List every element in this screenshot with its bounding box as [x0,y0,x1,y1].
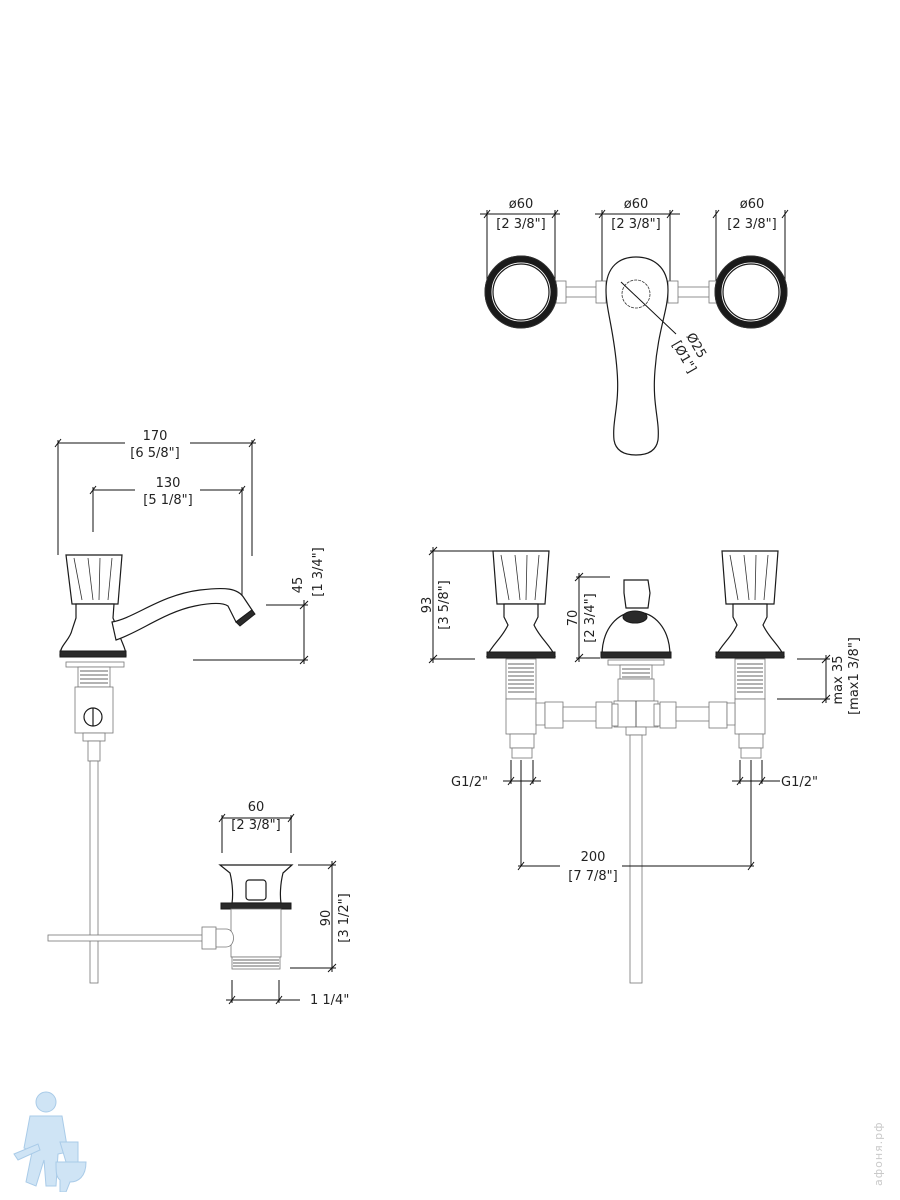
right-connection-label: G1/2" [781,775,818,790]
centres-inch-label: [7 7/8"] [568,869,617,884]
waste-width-inch-label: [2 3/8"] [231,818,280,833]
valve-right [715,550,785,759]
spout-height-label: 45 [291,577,306,594]
dim-knob-left-diameter: ø60 [2 3/8"] [480,197,560,290]
handle-dia-label: ø60 [624,197,649,212]
waste-view: 60 [2 3/8"] 90 [3 1/2"] 1 1/4" [47,800,352,1008]
spout-height-inch-label: [1 3/4"] [311,547,326,596]
knob-left-dia-label: ø60 [509,197,534,212]
valve-left [486,550,556,759]
left-connection-label: G1/2" [451,775,488,790]
spout-reach-inch-label: [5 1/8"] [143,493,192,508]
connecting-pipes [535,701,736,729]
handle-dia-inch-label: [2 3/8"] [611,217,660,232]
spout-reach-label: 130 [156,476,181,491]
overall-length-inch-label: [6 5/8"] [130,446,179,461]
side-tap-view: 170 [6 5/8"] 130 [5 1/8"] 45 [1 3/4"] [54,429,326,984]
spout-centre [600,579,672,984]
site-watermark: афоня.рф [872,1121,885,1186]
knob-right-dia-inch-label: [2 3/8"] [727,217,776,232]
front-mixer-view: 93 [3 5/8"] 70 [2 3/4"] [420,546,862,984]
waste-thread-label: 1 1/4" [310,993,349,1008]
top-view: ø60 [2 3/8"] ø60 [2 3/8"] ø60 [2 3/8"] [480,197,789,456]
knob-left-top [484,255,558,329]
valve-height-inch-label: [3 5/8"] [437,580,452,629]
knob-left-dia-inch-label: [2 3/8"] [496,217,545,232]
centres-label: 200 [581,850,606,865]
waste-height-label: 90 [319,910,334,927]
knob-right-dia-label: ø60 [740,197,765,212]
dim-knob-right-diameter: ø60 [2 3/8"] [712,197,789,290]
waste-height-inch-label: [3 1/2"] [337,893,352,942]
knob-right-top [714,255,788,329]
deck-thickness-label: max 35 [831,656,846,705]
spout-height-front-label: 70 [566,610,581,627]
plumber-mascot-watermark [13,1091,87,1192]
spout-height-front-inch-label: [2 3/4"] [583,593,598,642]
lever-handle-top [605,256,677,456]
overall-length-label: 170 [143,429,168,444]
deck-thickness-inch-label: [max1 3/8"] [847,637,862,715]
valve-height-label: 93 [420,597,435,614]
dim-handle-diameter: ø60 [2 3/8"] [595,197,680,290]
waste-width-label: 60 [248,800,265,815]
